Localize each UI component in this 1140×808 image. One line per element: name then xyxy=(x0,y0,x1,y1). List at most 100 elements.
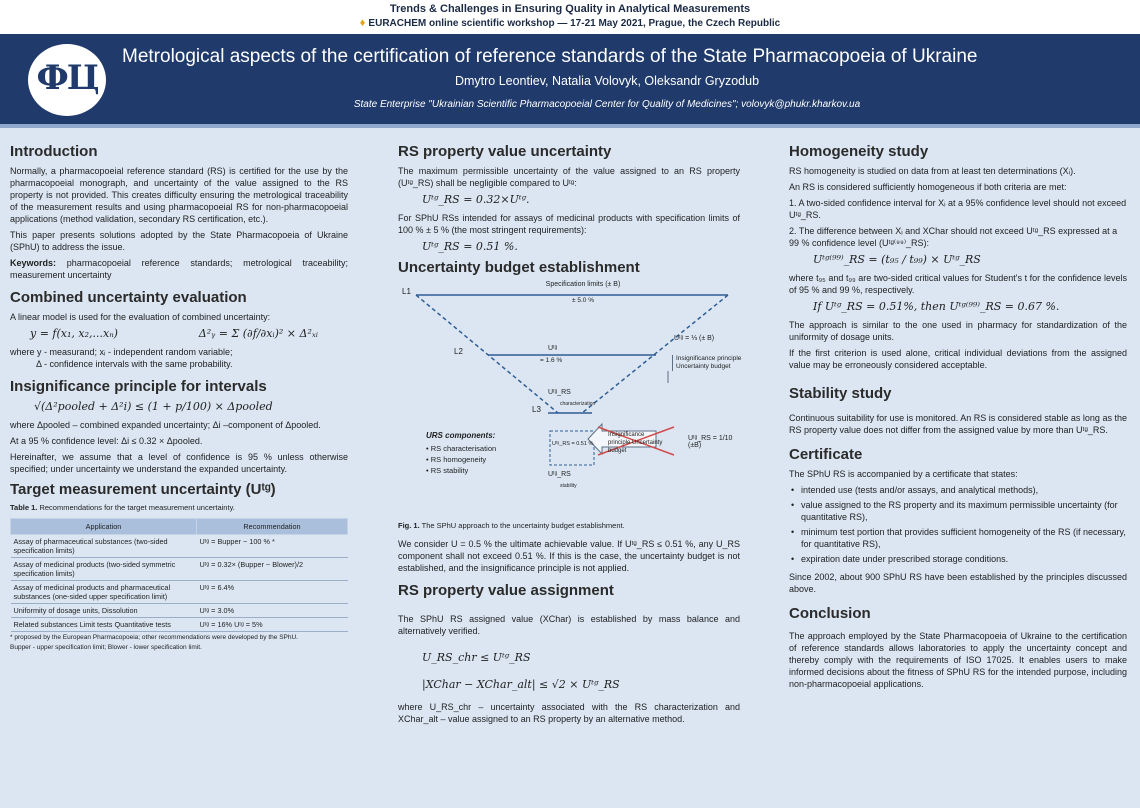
stab-text: Continuous suitability for use is monito… xyxy=(789,413,1127,435)
funnel-right xyxy=(581,294,729,414)
label-l3: L3 xyxy=(532,405,541,414)
target-uncertainty-table: Application Recommendation Assay of phar… xyxy=(10,518,348,632)
rsprop-formula-2: Uᵗᵍ_RS = 0.51 %. xyxy=(422,240,518,253)
col-application: Application xyxy=(10,518,197,535)
label-l1: L1 xyxy=(402,287,411,296)
concl-heading: Conclusion xyxy=(789,605,871,622)
assign-heading: RS property value assignment xyxy=(398,582,614,599)
urs-equation: Uᵗᵍ_RS = 1/10 (±B) xyxy=(688,435,733,449)
list-item: • RS homogeneity xyxy=(426,455,487,464)
insig-confidence: At a 95 % confidence level: Δi ≤ 0.32 × … xyxy=(10,436,203,446)
budget-text: We consider U = 0.5 % the ultimate achie… xyxy=(398,539,740,573)
label-l2: L2 xyxy=(454,347,463,356)
rsprop-text: The maximum permissible uncertainty of t… xyxy=(398,166,740,188)
event-banner: Trends & Challenges in Ensuring Quality … xyxy=(0,0,1140,34)
column-left: Introduction Normally, a pharmacopoeial … xyxy=(10,140,348,652)
budget-diagram-svg xyxy=(415,294,729,466)
column-middle: RS property value uncertainty The maximu… xyxy=(398,140,742,729)
urs-bottom-sub: stability xyxy=(560,483,577,489)
keywords: Keywords: pharmacopoeial reference stand… xyxy=(10,258,348,280)
rsprop-text-2: For SPhU RSs intended for assays of medi… xyxy=(398,213,740,235)
homog-text-4: If the first criterion is used alone, cr… xyxy=(789,348,1127,370)
figure-caption: Fig. 1. The SPhU approach to the uncerta… xyxy=(398,521,625,530)
table-row: Related substances Limit tests Quantitat… xyxy=(10,617,348,632)
spec-value: ± 5.0 % xyxy=(572,297,594,304)
list-item: • RS stability xyxy=(426,466,469,475)
concl-text: The approach employed by the State Pharm… xyxy=(789,631,1127,689)
model-formula: y = f(x₁, x₂,...xₙ) xyxy=(30,327,118,340)
table-caption: Table 1. Recommendations for the target … xyxy=(10,503,235,512)
funnel-left xyxy=(415,294,559,414)
table-header-row: Application Recommendation xyxy=(10,518,348,535)
urs-top-sub: characterization xyxy=(560,401,596,407)
column-right: Homogeneity study RS homogeneity is stud… xyxy=(789,140,1127,694)
table-row: Assay of medicinal products (two-sided s… xyxy=(10,557,348,581)
institute-logo: ФЦ xyxy=(28,44,106,116)
poster-title: Metrological aspects of the certificatio… xyxy=(122,46,978,67)
insig-budget-label: Insignificance principle Uncertainty bud… xyxy=(672,355,742,371)
flame-icon: ♦ xyxy=(359,17,366,29)
list-item: expiration date under prescribed storage… xyxy=(789,553,1127,565)
utg-equation: Uᵗᵍ = ⅓ (± B) xyxy=(674,335,715,342)
intro-paragraph: Normally, a pharmacopoeial reference sta… xyxy=(10,166,348,224)
urs-bottom-label: Uᵗᵍ_RS xyxy=(548,471,571,478)
components-list: • RS characterisation • RS homogeneity •… xyxy=(426,443,496,476)
urs-box xyxy=(549,430,595,466)
table-row: Assay of medicinal products and pharmace… xyxy=(10,580,348,604)
utg-value: = 1.6 % xyxy=(540,357,563,364)
cert-heading: Certificate xyxy=(789,446,863,463)
components-heading: URS components: xyxy=(426,431,496,440)
list-item: minimum test portion that provides suffi… xyxy=(789,526,1127,550)
spec-label: Specification limits (± B) xyxy=(545,281,621,288)
homog-formula-2: If Uᵗᵍ_RS = 0.51%, then Uᵗᵍ⁽⁹⁹⁾_RS = 0.6… xyxy=(813,300,1060,313)
table-footnote: * proposed by the European Pharmacopoeia… xyxy=(10,634,298,641)
cert-text-2: Since 2002, about 900 SPhU RS have been … xyxy=(789,572,1127,594)
authors: Dmytro Leontiev, Natalia Volovyk, Oleksa… xyxy=(454,74,760,88)
criterion-1: 1. A two-sided confidence interval for X… xyxy=(789,198,1127,220)
list-item: • RS characterisation xyxy=(426,444,497,453)
budget-heading: Uncertainty budget establishment xyxy=(398,259,640,276)
insig-formula: √(Δ²pooled + Δ²i) ≤ (1 + p/100) × Δpoole… xyxy=(34,400,273,413)
insig-assumption: Hereinafter, we assume that a level of c… xyxy=(10,452,348,474)
rsprop-formula: Uᵗᵍ_RS = 0.32×Uᵗᵍ. xyxy=(422,193,530,206)
combined-where-2: Δ - confidence intervals with the same p… xyxy=(36,359,233,369)
uncertainty-budget-diagram: L1 L2 L3 Specification limits (± B) ± 5.… xyxy=(398,281,742,521)
col-recommendation: Recommendation xyxy=(196,518,348,535)
event-title: Trends & Challenges in Ensuring Quality … xyxy=(389,3,751,15)
combined-where: where y - measurand; xᵢ - independent ra… xyxy=(10,347,233,357)
arrow-shape xyxy=(587,422,657,456)
cert-list: intended use (tests and/or assays, and a… xyxy=(789,484,1127,565)
cross-line xyxy=(597,426,675,456)
list-item: value assigned to the RS property and it… xyxy=(789,499,1127,523)
assign-where: where U_RS_chr – uncertainty associated … xyxy=(398,702,740,724)
homog-text-3: The approach is similar to the one used … xyxy=(789,320,1127,342)
rsprop-heading: RS property value uncertainty xyxy=(398,143,612,160)
combined-heading: Combined uncertainty evaluation xyxy=(10,289,247,306)
assign-formula: U_RS_chr ≤ Uᵗᵍ_RS xyxy=(422,651,531,664)
utg-label: Uᵗᵍ xyxy=(548,345,558,352)
crossed-label: Insignificance principle Uncertainty bud… xyxy=(608,432,663,454)
homog-text: RS homogeneity is studied on data from a… xyxy=(789,166,1076,176)
intro-paragraph-2: This paper presents solutions adopted by… xyxy=(10,230,348,252)
event-subtitle: ♦EURACHEM online scientific workshop — 1… xyxy=(359,17,781,29)
insig-heading: Insignificance principle for intervals xyxy=(10,378,267,395)
homog-text-2: An RS is considered sufficiently homogen… xyxy=(789,182,1067,192)
insig-where: where Δpooled – combined expanded uncert… xyxy=(10,420,321,430)
target-heading: Target measurement uncertainty (Uᵗᵍ) xyxy=(10,481,276,498)
homog-formula: Uᵗᵍ⁽⁹⁹⁾_RS = (t₉₅ / t₉₉) × Uᵗᵍ_RS xyxy=(813,253,981,266)
intro-heading: Introduction xyxy=(10,143,98,160)
affiliation: State Enterprise "Ukrainian Scientific P… xyxy=(353,99,861,110)
homog-heading: Homogeneity study xyxy=(789,143,929,160)
poster-header: ФЦ Metrological aspects of the certifica… xyxy=(0,34,1140,128)
assign-formula-2: |XChar − XChar_alt| ≤ √2 × Uᵗᵍ_RS xyxy=(422,678,620,691)
homog-where: where t₉₅ and t₉₉ are two-sided critical… xyxy=(789,273,1127,295)
list-item: intended use (tests and/or assays, and a… xyxy=(789,484,1127,496)
urs-box-value: Uᵗᵍ_RS = 0.51 % xyxy=(552,441,594,447)
combined-formulas: y = f(x₁, x₂,...xₙ) Δ²ᵧ = Σ (∂f/∂xᵢ)² × … xyxy=(30,327,348,340)
cert-text: The SPhU RS is accompanied by a certific… xyxy=(789,469,1018,479)
criterion-2: 2. The difference between Xᵢ and XChar s… xyxy=(789,226,1118,248)
assign-text: The SPhU RS assigned value (XChar) is es… xyxy=(398,614,740,636)
table-row: Assay of pharmaceutical substances (two-… xyxy=(10,534,348,558)
combined-text: A linear model is used for the evaluatio… xyxy=(10,312,271,322)
